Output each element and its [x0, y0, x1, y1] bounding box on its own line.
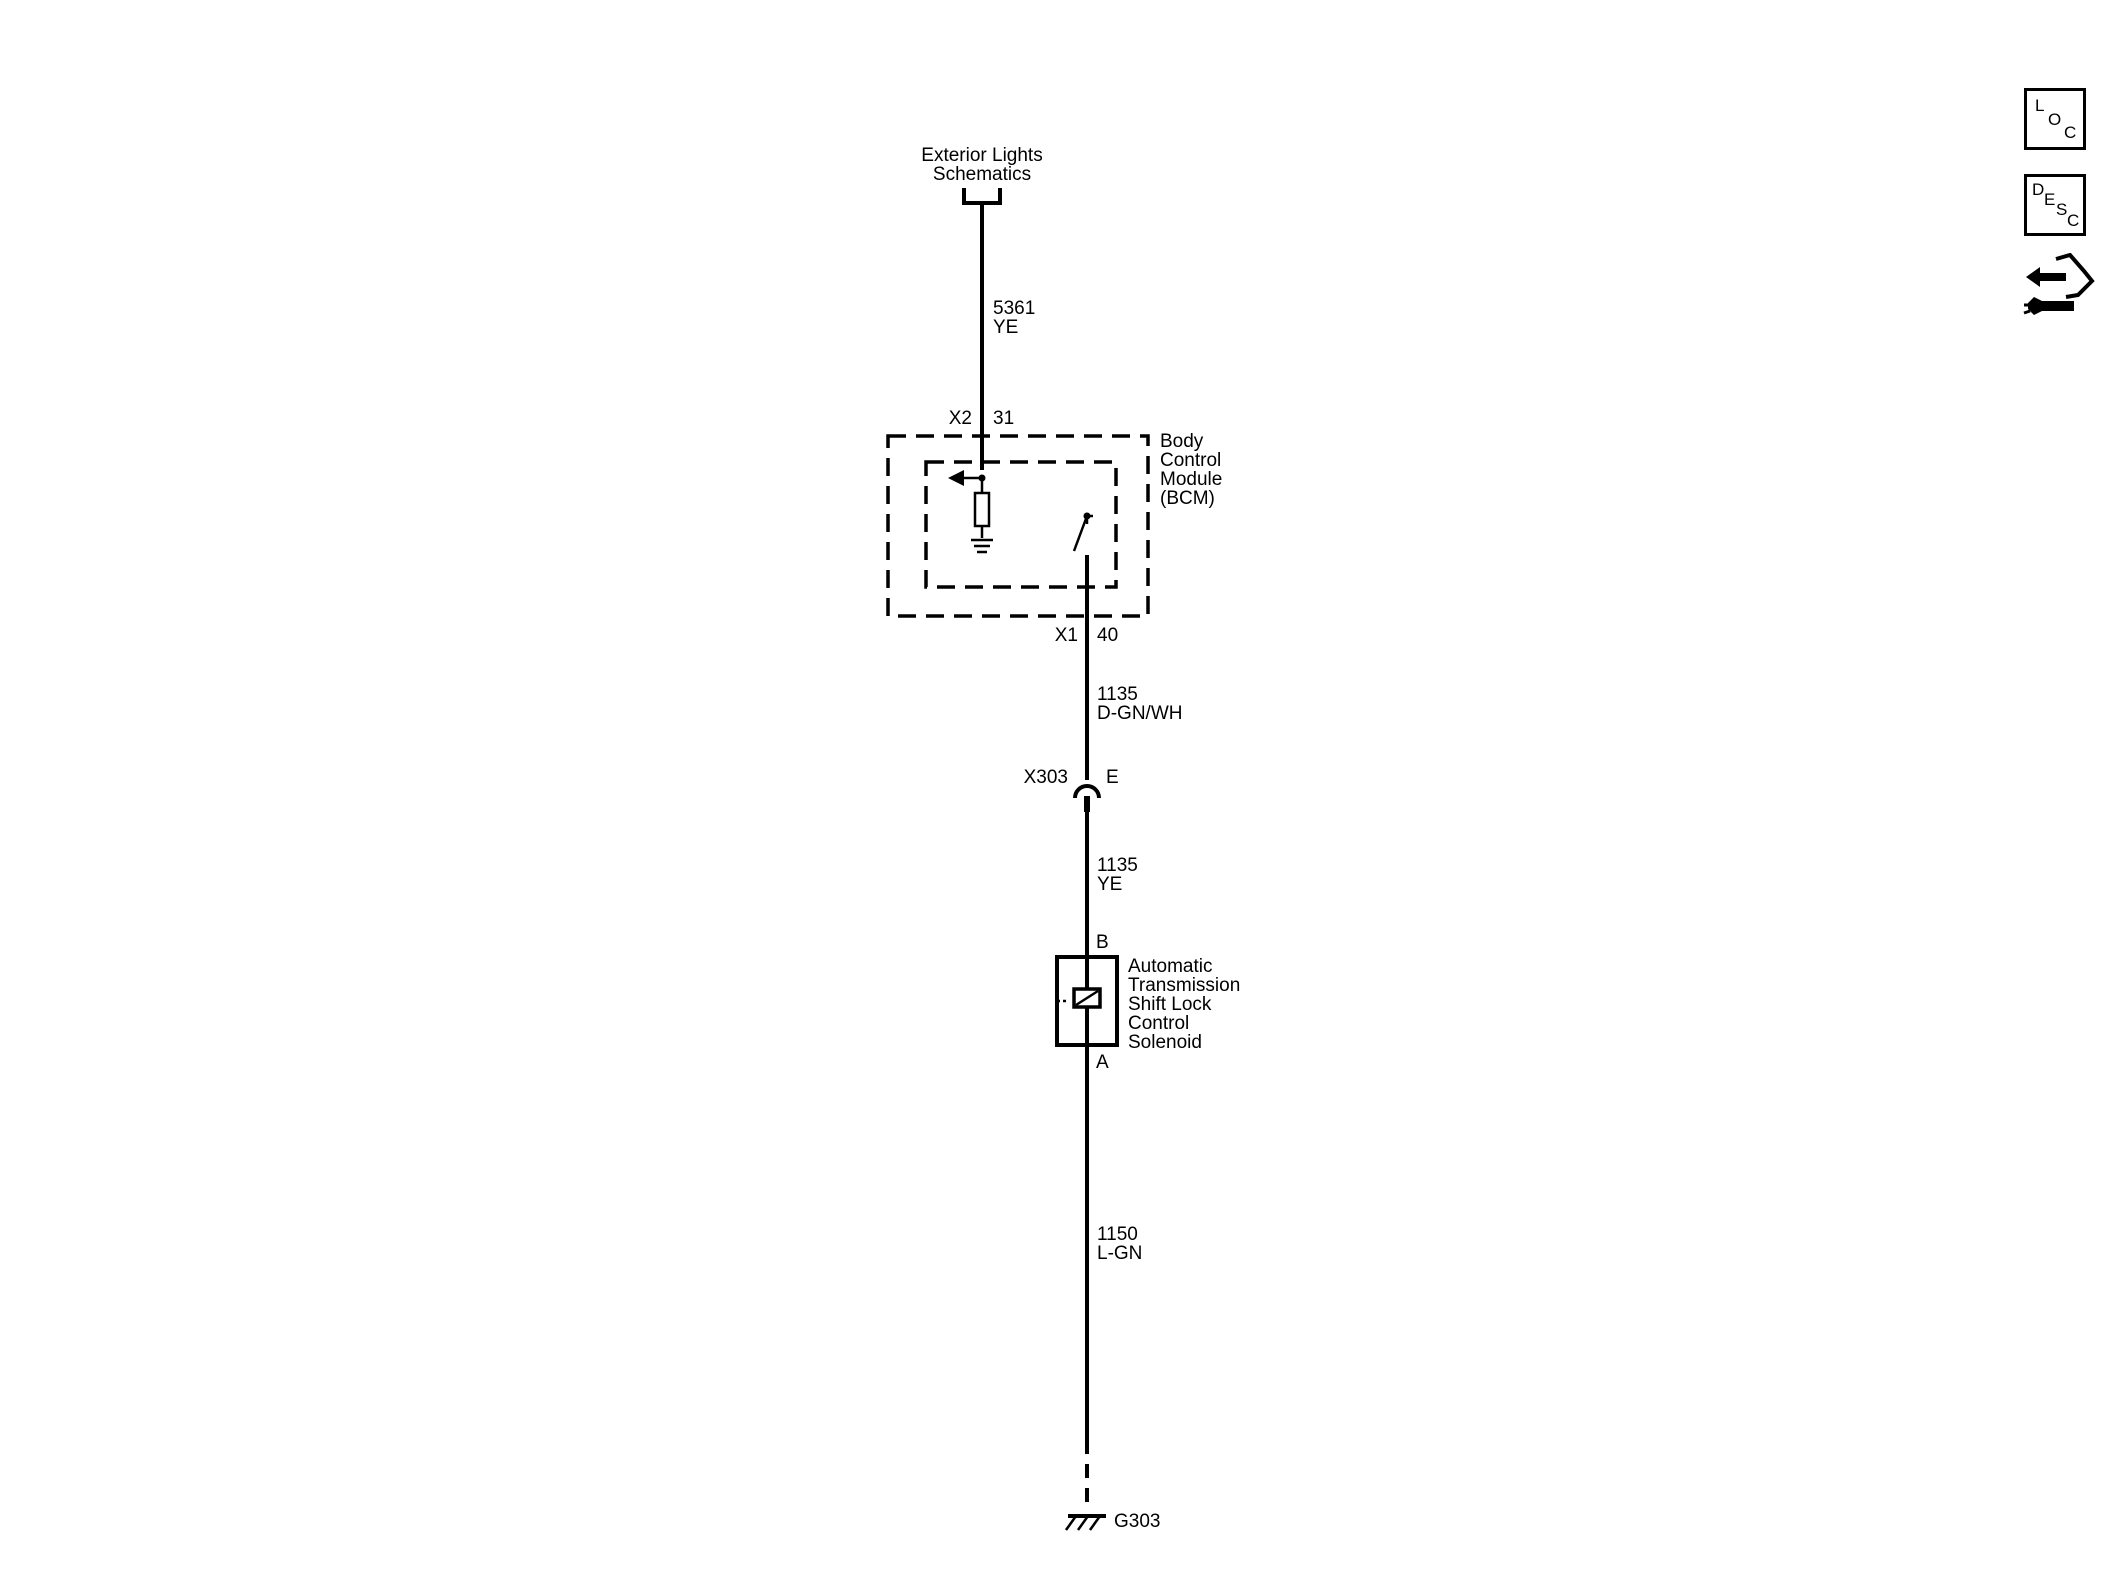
wire-5361-color: YE	[993, 317, 1018, 338]
ground-g303-label[interactable]: G303	[1114, 1511, 1160, 1532]
wire-5361-circuit: 5361	[993, 298, 1035, 319]
solenoid-pin-b: B	[1096, 932, 1109, 953]
bcm-switch-icon	[1072, 512, 1093, 552]
connector-repair-icon[interactable]	[2022, 253, 2096, 331]
desc-letter-c: C	[2067, 211, 2080, 230]
x303-connector-label[interactable]: X303	[1024, 767, 1068, 788]
bcm-input-arrow	[948, 470, 964, 486]
x303-pin-e: E	[1106, 767, 1119, 788]
loc-letter-c: C	[2064, 123, 2077, 142]
bcm-inner-box	[924, 460, 1118, 589]
wire-1135-upper-circuit: 1135	[1097, 684, 1138, 705]
x303-connector-icon	[1073, 784, 1101, 799]
bcm-connector-x1: X1	[1055, 625, 1078, 646]
description-button[interactable]: D E S C	[2024, 174, 2086, 236]
location-button[interactable]: L O C	[2024, 88, 2086, 150]
bcm-pin-40: 40	[1097, 625, 1118, 646]
loc-letter-l: L	[2035, 96, 2045, 115]
solenoid-coil-icon	[1057, 957, 1102, 1045]
bcm-pull-down-resistor	[973, 491, 991, 528]
wire-1135-lower-color: YE	[1097, 874, 1122, 895]
desc-letter-s: S	[2056, 200, 2068, 219]
loc-letter-o: O	[2048, 110, 2062, 129]
desc-letter-d: D	[2032, 180, 2045, 199]
wire-1150-color: L-GN	[1097, 1243, 1142, 1264]
ground-g303-icon	[1064, 1514, 1106, 1531]
solenoid-pin-a: A	[1096, 1052, 1109, 1073]
external-ref-bracket	[962, 188, 1002, 205]
bcm-outer-box	[886, 434, 1150, 618]
desc-letter-e: E	[2044, 190, 2056, 209]
bcm-internal-ground-icon	[971, 538, 993, 554]
bcm-connector-x2: X2	[949, 408, 972, 429]
wire-1135-upper-color: D-GN/WH	[1097, 703, 1182, 724]
wire-1135-lower-circuit: 1135	[1097, 855, 1138, 876]
bcm-pin-31: 31	[993, 408, 1014, 429]
wire-1150-circuit: 1150	[1097, 1224, 1138, 1245]
